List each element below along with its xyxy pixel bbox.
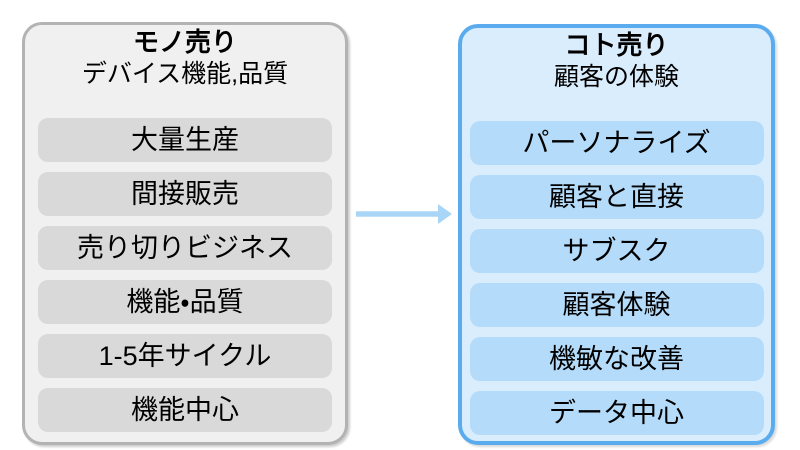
right-item-data-centric: データ中心 [469, 391, 764, 435]
right-item-direct-with-customer: 顧客と直接 [469, 175, 764, 219]
left-item-function-quality: 機能・品質 [38, 280, 332, 324]
left-item-sell-off-business: 売り切りビジネス [38, 226, 332, 270]
right-item-personalize: パーソナライズ [469, 121, 764, 165]
left-panel-items: 大量生産 間接販売 売り切りビジネス 機能・品質 1-5年サイクル 機能中心 [25, 118, 345, 432]
right-panel-items: パーソナライズ 顧客と直接 サブスク 顧客体験 機敏な改善 データ中心 [462, 121, 771, 435]
left-item-mass-production: 大量生産 [38, 118, 332, 162]
mono-uri-panel: モノ売り デバイス機能,品質 大量生産 間接販売 売り切りビジネス 機能・品質 … [22, 22, 348, 445]
arrow-right-icon [355, 200, 453, 228]
left-item-indirect-sales: 間接販売 [38, 172, 332, 216]
right-item-subscription: サブスク [469, 229, 764, 273]
left-item-1-5-year-cycle: 1-5年サイクル [38, 334, 332, 378]
koto-uri-panel: コト売り 顧客の体験 パーソナライズ 顧客と直接 サブスク 顧客体験 機敏な改善… [458, 24, 775, 445]
right-panel-title: コト売り [564, 30, 669, 60]
left-item-function-centric: 機能中心 [38, 388, 332, 432]
right-item-customer-experience: 顧客体験 [469, 283, 764, 327]
left-panel-subtitle: デバイス機能,品質 [81, 60, 289, 88]
right-panel-subtitle: 顧客の体験 [553, 63, 679, 91]
left-panel-title: モノ売り [132, 27, 237, 57]
right-item-agile-improvement: 機敏な改善 [469, 337, 764, 381]
